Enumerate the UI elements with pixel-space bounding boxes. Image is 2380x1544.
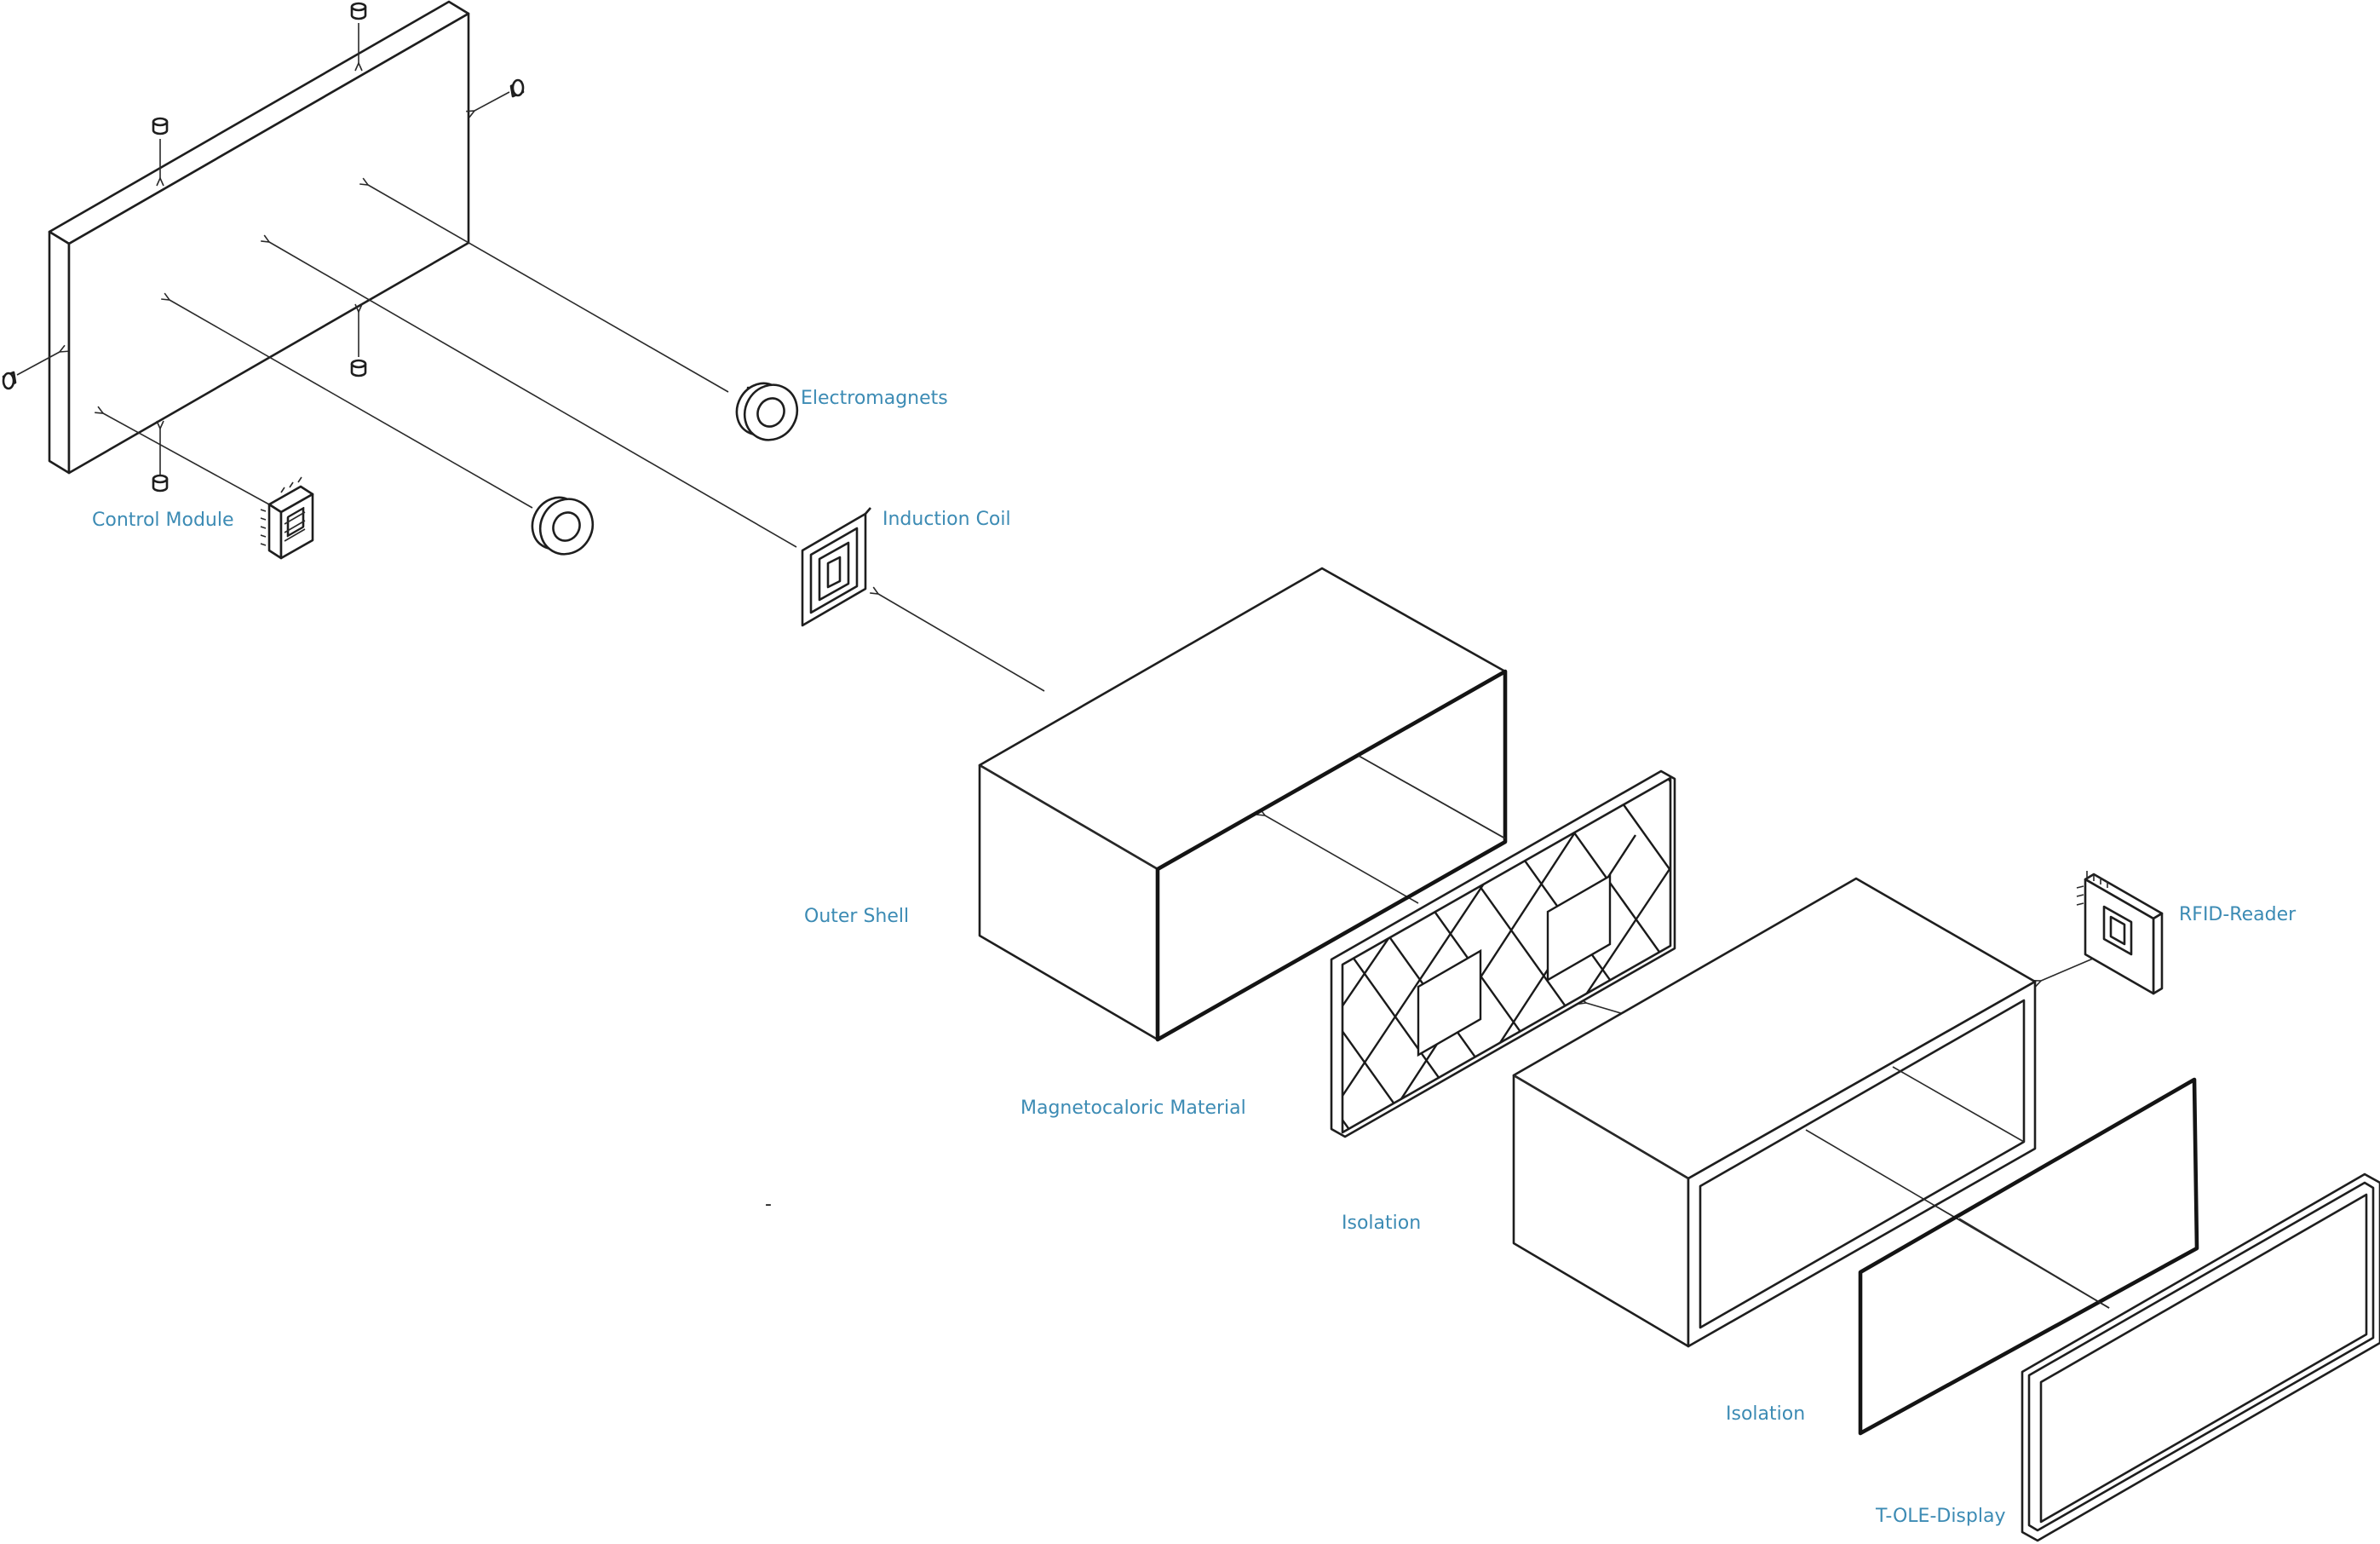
label-isolation-panel: Isolation — [1726, 1403, 1805, 1425]
screw-icon — [152, 117, 169, 135]
label-induction-coil: Induction Coil — [882, 509, 1011, 530]
label-control-module: Control Module — [92, 510, 234, 531]
rfid-reader — [2076, 871, 2164, 995]
induction-coil — [801, 507, 871, 627]
screw-icon — [350, 359, 367, 377]
label-isolation-box: Isolation — [1342, 1213, 1421, 1234]
electromagnet-ring — [531, 496, 595, 556]
screw-icon — [152, 474, 169, 493]
back-plate — [48, 0, 470, 475]
isolation-panel — [1858, 1077, 2199, 1436]
label-magnetocaloric-material: Magnetocaloric Material — [1020, 1098, 1246, 1119]
component-labels: Electromagnets Control Module Induction … — [92, 388, 2297, 1527]
screw-icon — [350, 2, 367, 20]
stray-dash-mark: - — [765, 1194, 772, 1215]
screw-icon — [509, 78, 525, 98]
mounting-screws — [2, 2, 525, 493]
label-tole-display: T-OLE-Display — [1875, 1506, 2005, 1527]
screw-icon — [2, 371, 17, 390]
label-electromagnets: Electromagnets — [801, 388, 948, 409]
electromagnet-ring — [735, 382, 799, 441]
label-rfid-reader: RFID-Reader — [2179, 904, 2297, 925]
tole-display — [2021, 1172, 2380, 1542]
label-outer-shell: Outer Shell — [804, 906, 909, 927]
isolation-box — [1512, 877, 2110, 1348]
control-module-chip — [260, 476, 314, 560]
outer-shell — [978, 567, 1508, 1042]
